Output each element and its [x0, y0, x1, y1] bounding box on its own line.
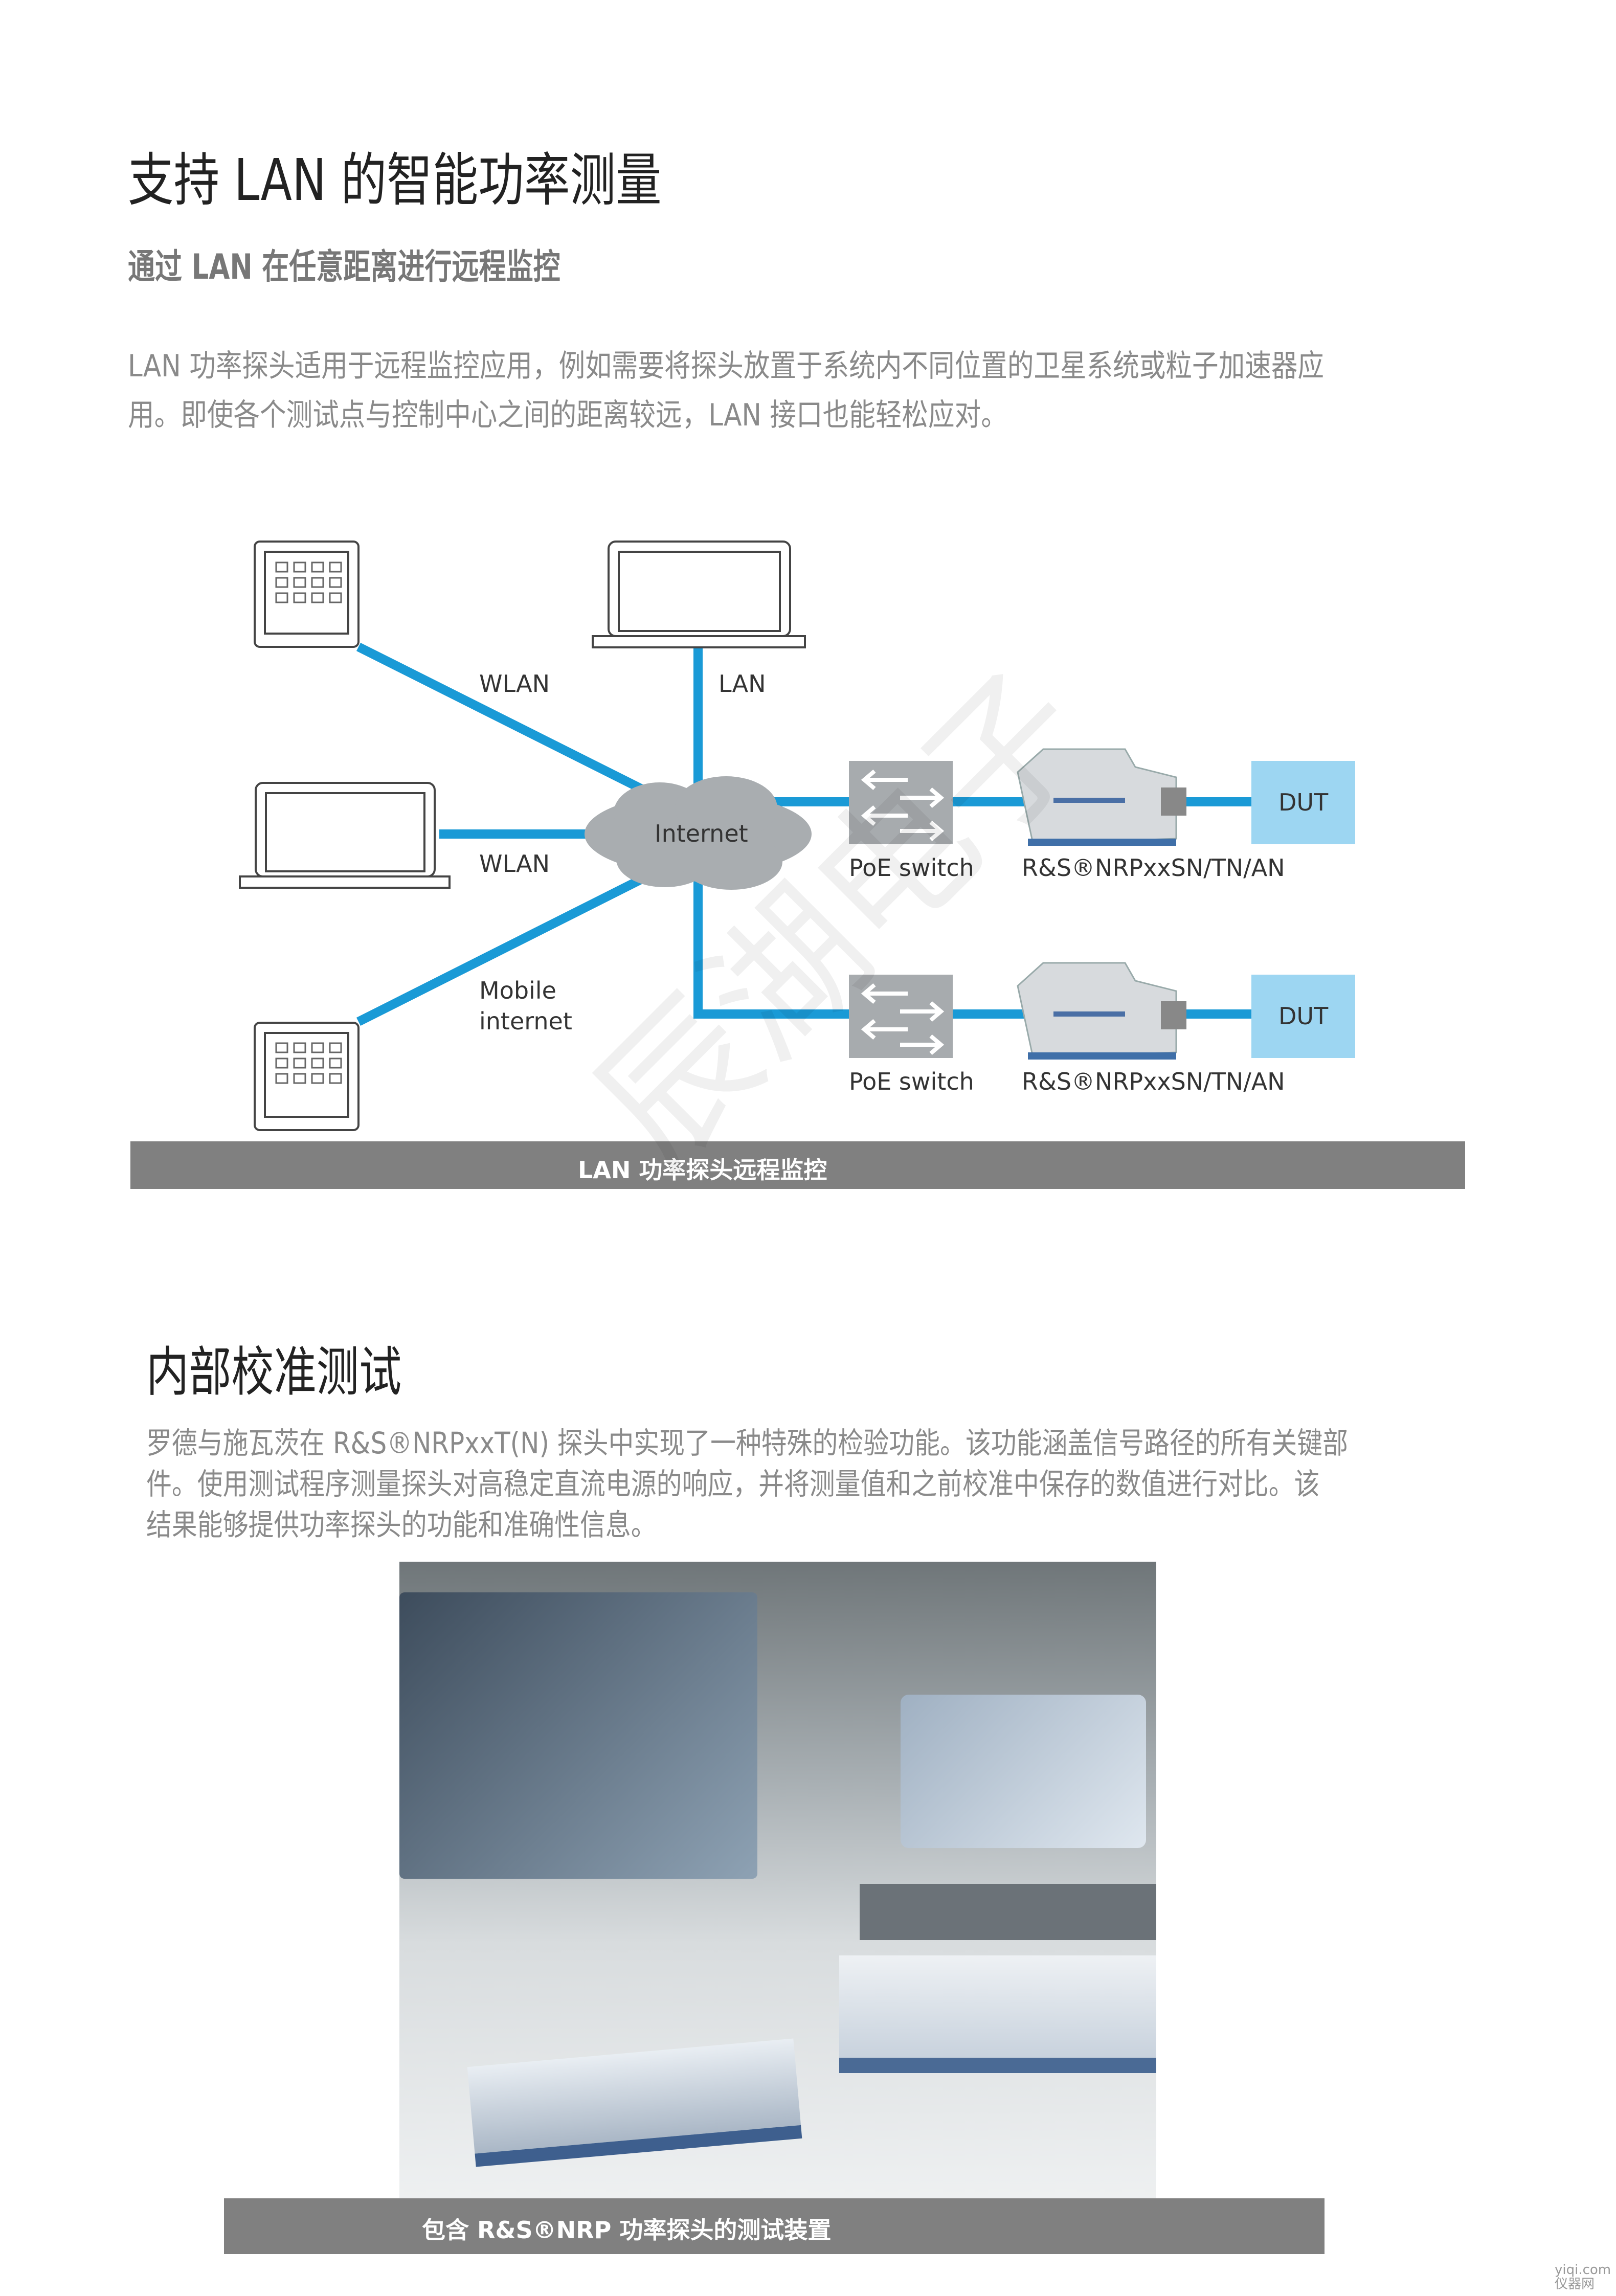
lan-probe-image: [839, 1955, 1156, 2073]
paragraph-line: 件。使用测试程序测量探头对高稳定直流电源的响应，并将测量值和之前校准中保存的数值…: [146, 1467, 1320, 1501]
mobile-internet-label-2: internet: [479, 1007, 572, 1035]
lan-label: LAN: [719, 670, 766, 697]
poe-switch-icon-bottom: [849, 975, 953, 1058]
diagram-caption: LAN 功率探头远程监控: [578, 1156, 827, 1184]
tablet-icon-bottom: [254, 1022, 360, 1131]
poe-switch-label-top: PoE switch: [849, 854, 974, 882]
footer-logo: yiqi.com 仪器网: [1555, 2262, 1611, 2292]
section-title-calibration: 内部校准测试: [146, 1341, 402, 1403]
dut-box-bottom: [1251, 975, 1355, 1058]
poe-switch-icon-top: [849, 761, 953, 844]
test-setup-photo: [399, 1562, 1156, 2198]
dut-box-top: [1251, 761, 1355, 844]
internet-cloud-icon: [585, 776, 812, 890]
laptop-icon-top: [592, 541, 806, 648]
power-probe-image-bottom: [1017, 962, 1186, 1060]
diagram-links: [239, 541, 1355, 1131]
section-subtitle: 通过 LAN 在任意距离进行远程监控: [128, 247, 560, 287]
poe-switch-label-bottom: PoE switch: [849, 1068, 974, 1095]
power-meter-image: [901, 1695, 1146, 1848]
usb-probe-image: [467, 2038, 802, 2167]
paragraph-line: 罗德与施瓦茨在 R&S®NRPxxT(N) 探头中实现了一种特殊的检验功能。该功…: [146, 1426, 1349, 1460]
switch-image: [860, 1884, 1156, 1940]
calibration-paragraph: 罗德与施瓦茨在 R&S®NRPxxT(N) 探头中实现了一种特殊的检验功能。该功…: [146, 1423, 1348, 1545]
paragraph-line: 结果能够提供功率探头的功能和准确性信息。: [146, 1507, 657, 1542]
intro-paragraph: LAN 功率探头适用于远程监控应用，例如需要将探头放置于系统内不同位置的卫星系统…: [128, 342, 1324, 440]
wlan-label-left: WLAN: [479, 850, 550, 877]
mobile-internet-label-1: Mobile: [479, 977, 556, 1004]
probe-label-bottom: R&S®NRPxxSN/TN/AN: [1022, 1068, 1285, 1095]
power-probe-image-top: [1017, 748, 1186, 846]
page-title: 支持 LAN 的智能功率测量: [128, 147, 662, 214]
photo-caption-bar: 包含 R&S®NRP 功率探头的测试装置: [224, 2198, 1325, 2254]
mobile-link: [356, 873, 646, 1026]
dut-label-top: DUT: [1278, 789, 1329, 816]
internet-label: Internet: [655, 820, 748, 847]
diagram-caption-bar: LAN 功率探头远程监控: [130, 1141, 1465, 1189]
instrument-screen-image: [399, 1592, 757, 1879]
photo-caption: 包含 R&S®NRP 功率探头的测试装置: [422, 2216, 832, 2244]
dut-label-bottom: DUT: [1278, 1002, 1329, 1030]
wlan-link-tablet: [356, 642, 646, 795]
paragraph-line: LAN 功率探头适用于远程监控应用，例如需要将探头放置于系统内不同位置的卫星系统…: [128, 348, 1325, 384]
wlan-label-top: WLAN: [479, 670, 550, 697]
network-diagram: Internet WLAN LAN WLAN Mobile internet P…: [239, 541, 1355, 1131]
probe-label-top: R&S®NRPxxSN/TN/AN: [1022, 854, 1285, 882]
laptop-icon-left: [239, 782, 451, 889]
paragraph-line: 用。即使各个测试点与控制中心之间的距离较远，LAN 接口也能轻松应对。: [128, 397, 1007, 433]
tablet-icon-top: [254, 541, 360, 648]
